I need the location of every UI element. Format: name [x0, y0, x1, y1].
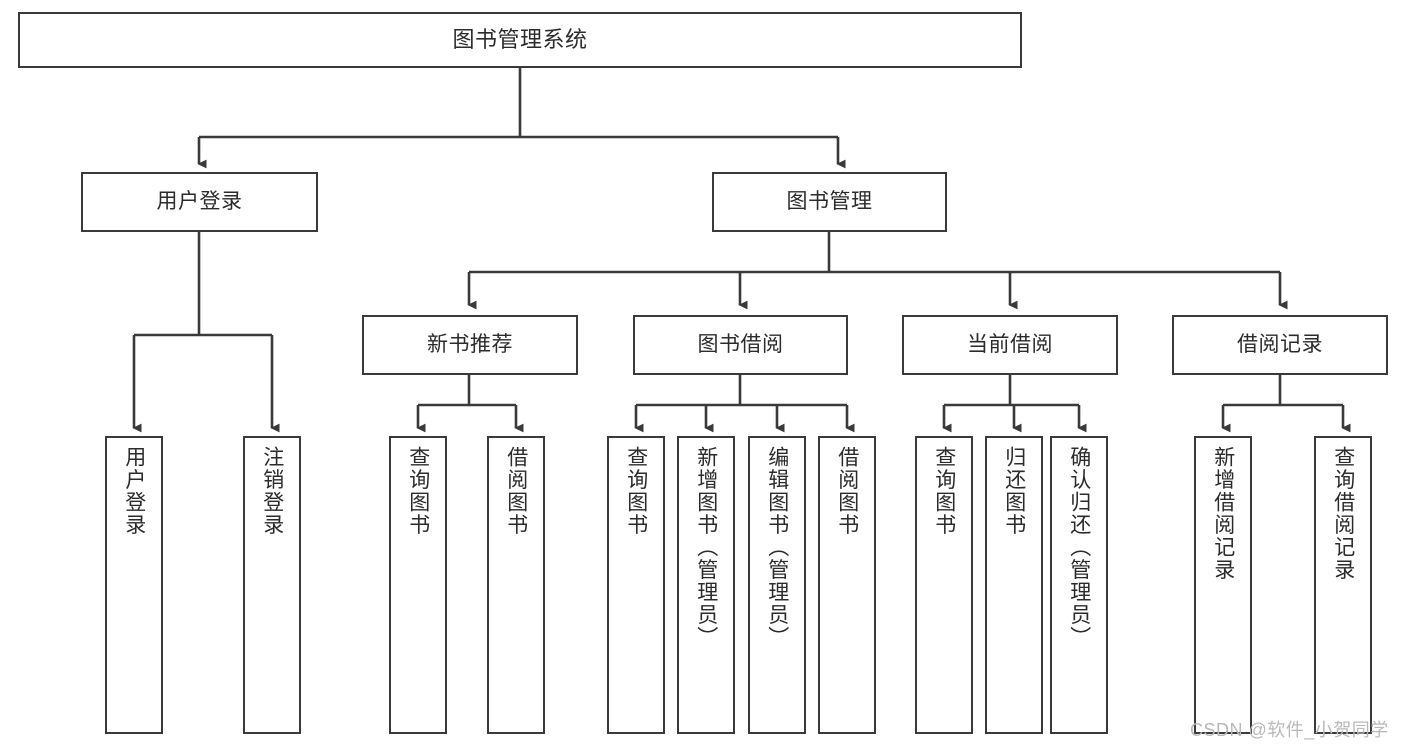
leaf-label: 查询图书	[932, 446, 956, 536]
leaf-add-borrow-record[interactable]: 新增借阅记录	[1194, 436, 1252, 734]
node-book-borrow[interactable]: 图书借阅	[633, 315, 848, 375]
leaf-label: 用户登录	[122, 446, 146, 536]
leaf-label: 查询图书	[624, 446, 648, 536]
node-label: 借阅记录	[1237, 333, 1323, 357]
leaf-user-login[interactable]: 用户登录	[105, 436, 163, 734]
leaf-label: 新增图书（管理员）	[694, 446, 718, 649]
leaf-label: 确认归还（管理员）	[1067, 446, 1091, 649]
node-label: 图书管理系统	[452, 26, 588, 52]
leaf-add-book-admin[interactable]: 新增图书（管理员）	[677, 436, 735, 734]
leaf-logout-login[interactable]: 注销登录	[243, 436, 301, 734]
leaf-borrow-book-recommend[interactable]: 借阅图书	[487, 436, 545, 734]
node-label: 图书管理	[786, 190, 873, 214]
node-current-borrow[interactable]: 当前借阅	[902, 315, 1118, 375]
leaf-label: 查询图书	[406, 446, 430, 536]
node-label: 图书借阅	[697, 333, 784, 357]
leaf-confirm-return-admin[interactable]: 确认归还（管理员）	[1050, 436, 1108, 734]
leaf-edit-book-admin[interactable]: 编辑图书（管理员）	[748, 436, 806, 734]
node-root-book-management-system[interactable]: 图书管理系统	[18, 12, 1022, 68]
node-label: 用户登录	[156, 190, 243, 214]
leaf-query-book-current[interactable]: 查询图书	[915, 436, 973, 734]
leaf-label: 借阅图书	[835, 446, 859, 536]
leaf-query-borrow-record[interactable]: 查询借阅记录	[1314, 436, 1372, 734]
leaf-label: 编辑图书（管理员）	[765, 446, 789, 649]
node-book-management[interactable]: 图书管理	[712, 172, 947, 232]
node-label: 当前借阅	[967, 333, 1053, 357]
leaf-label: 查询借阅记录	[1331, 446, 1355, 581]
node-borrow-record[interactable]: 借阅记录	[1172, 315, 1388, 375]
leaf-query-book-recommend[interactable]: 查询图书	[389, 436, 447, 734]
node-label: 新书推荐	[427, 333, 513, 357]
node-user-login[interactable]: 用户登录	[81, 172, 318, 232]
leaf-return-book[interactable]: 归还图书	[985, 436, 1043, 734]
leaf-label: 注销登录	[260, 446, 284, 536]
leaf-label: 新增借阅记录	[1211, 446, 1235, 581]
leaf-borrow-book[interactable]: 借阅图书	[818, 436, 876, 734]
leaf-label: 归还图书	[1002, 446, 1026, 536]
leaf-query-book-borrow[interactable]: 查询图书	[607, 436, 665, 734]
csdn-watermark: CSDN @软件_小贺同学	[1190, 720, 1389, 740]
node-new-book-recommend[interactable]: 新书推荐	[362, 315, 578, 375]
leaf-label: 借阅图书	[504, 446, 528, 536]
